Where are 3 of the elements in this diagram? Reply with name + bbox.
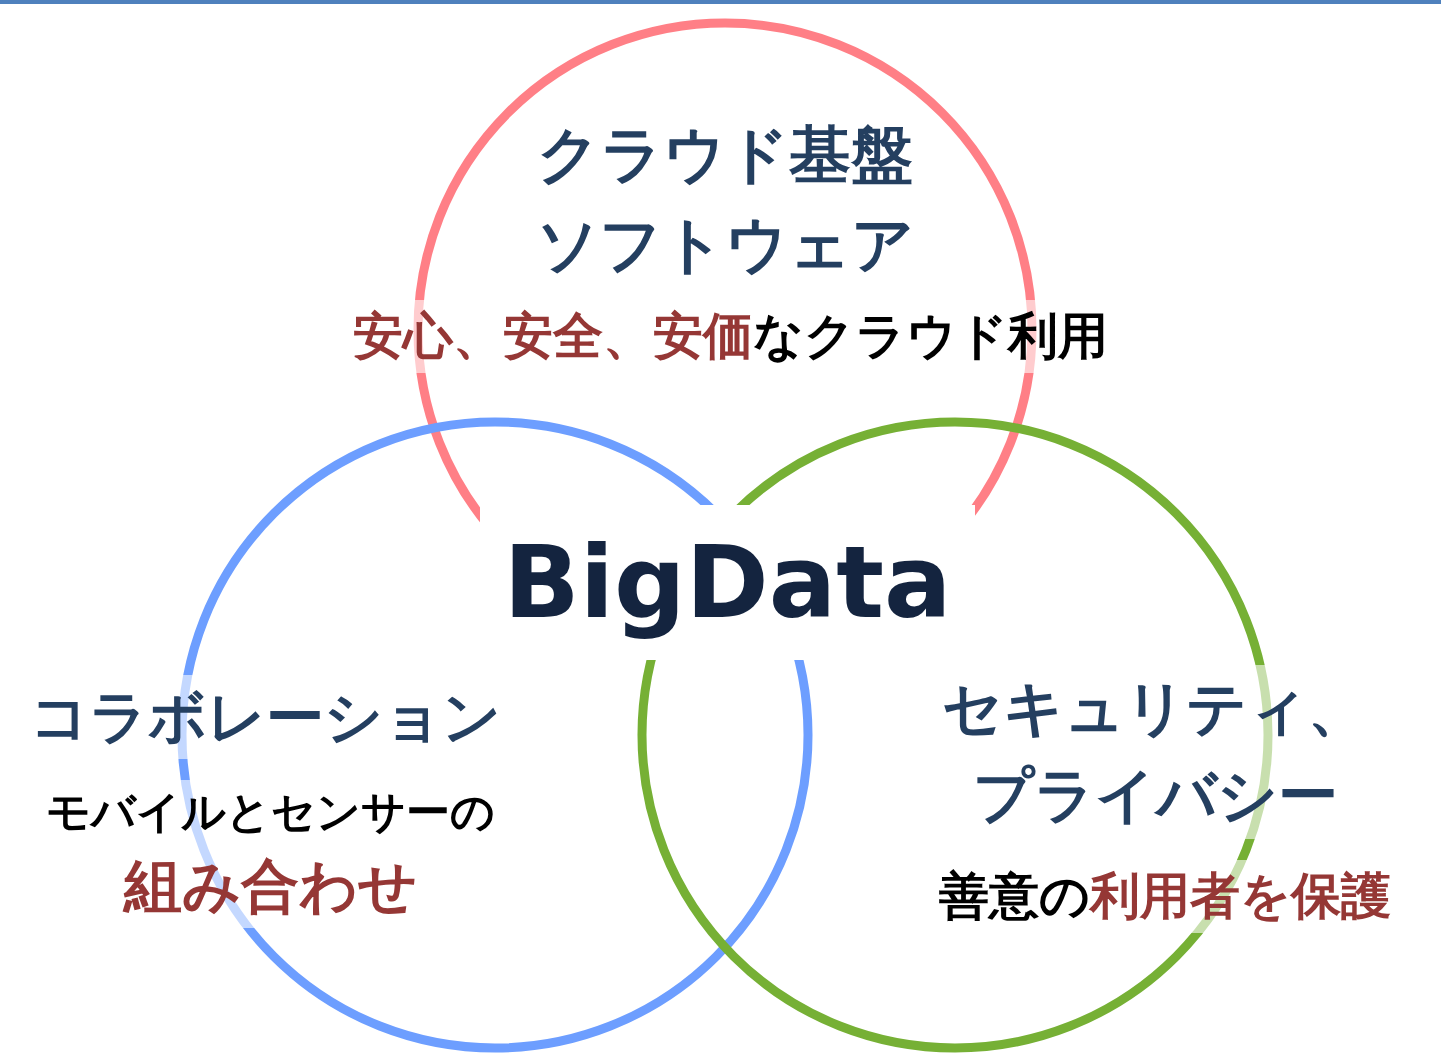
description-text: 善意の利用者を保護	[939, 860, 1391, 933]
center-title: BigData	[502, 523, 953, 643]
description-text: モバイルとセンサーの組み合わせ	[45, 780, 495, 928]
